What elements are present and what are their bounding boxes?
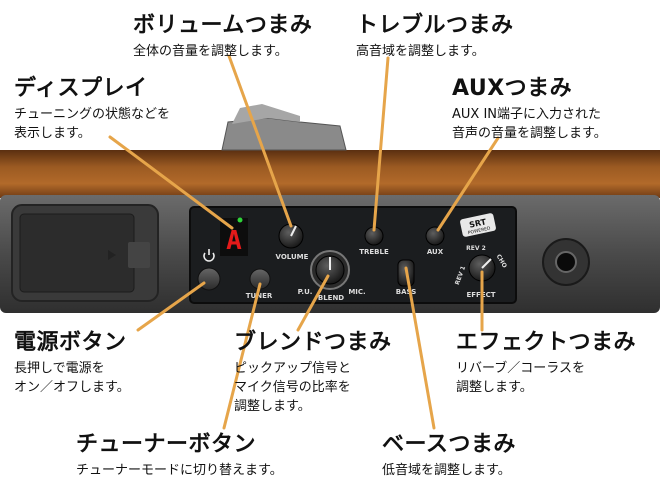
- guitar-body-wood: [0, 150, 660, 198]
- callout-display-desc-line: 表示します。: [14, 126, 91, 141]
- blend-label: BLEND: [318, 294, 344, 302]
- callout-blend-desc-line: マイク信号の比率を: [234, 380, 351, 395]
- callout-aux: AUXつまみ AUX IN端子に入力された 音声の音量を調整します。: [452, 70, 607, 143]
- callout-treble-desc-line: 高音域を調整します。: [356, 44, 485, 59]
- callout-tuner-desc: チューナーモードに切り替えます。: [76, 461, 283, 480]
- leader-display: [108, 135, 234, 230]
- callout-blend: ブレンドつまみ ピックアップ信号と マイク信号の比率を 調整します。: [234, 324, 392, 416]
- callout-tuner-desc-line: チューナーモードに切り替えます。: [76, 463, 283, 478]
- callout-power-desc-line: 長押しで電源を: [14, 361, 105, 376]
- volume-label: VOLUME: [276, 253, 309, 261]
- callout-display-desc-line: チューニングの状態などを: [14, 107, 171, 122]
- leader-power: [136, 281, 206, 332]
- callout-tuner: チューナーボタン チューナーモードに切り替えます。: [76, 426, 283, 480]
- aux-knob[interactable]: [425, 226, 445, 246]
- callout-volume: ボリュームつまみ 全体の音量を調整します。: [133, 7, 312, 61]
- callout-aux-title: AUXつまみ: [452, 76, 573, 101]
- callout-bass: ベースつまみ 低音域を調整します。: [382, 426, 516, 480]
- callout-display-title: ディスプレイ: [14, 76, 148, 101]
- callout-effect-desc: リバーブ／コーラスを 調整します。: [456, 359, 636, 397]
- callout-blend-desc-line: 調整します。: [234, 399, 311, 414]
- callout-volume-title: ボリュームつまみ: [133, 13, 313, 38]
- callout-treble-title: トレブルつまみ: [356, 13, 514, 38]
- callout-aux-desc-line: 音声の音量を調整します。: [452, 126, 607, 141]
- callout-blend-desc: ピックアップ信号と マイク信号の比率を 調整します。: [234, 359, 392, 416]
- display-led: [237, 217, 243, 223]
- callout-blend-title: ブレンドつまみ: [234, 330, 392, 355]
- callout-effect-desc-line: 調整します。: [456, 380, 533, 395]
- aux-label: AUX: [427, 248, 444, 256]
- callout-tuner-title: チューナーボタン: [76, 432, 257, 457]
- callout-effect: エフェクトつまみ リバーブ／コーラスを 調整します。: [456, 324, 636, 397]
- callout-power-title: 電源ボタン: [14, 330, 127, 355]
- callout-power: 電源ボタン 長押しで電源を オン／オフします。: [14, 324, 130, 397]
- blend-mic-label: MIC.: [348, 288, 365, 296]
- callout-display: ディスプレイ チューニングの状態などを 表示します。: [14, 70, 170, 143]
- callout-bass-desc: 低音域を調整します。: [382, 461, 516, 480]
- battery-lid: [19, 213, 135, 293]
- callout-display-desc: チューニングの状態などを 表示します。: [14, 105, 170, 143]
- leader-blend: [296, 274, 330, 332]
- battery-arrow-icon: [108, 250, 116, 260]
- leader-aux: [436, 136, 500, 232]
- leader-treble: [372, 56, 390, 232]
- callout-effect-title: エフェクトつまみ: [456, 330, 637, 355]
- srt-powered-text: POWERED: [467, 225, 491, 236]
- effect-rev2-label: REV 2: [466, 245, 486, 252]
- srt-text: SRT: [468, 217, 487, 229]
- callout-volume-desc: 全体の音量を調整します。: [133, 42, 312, 61]
- battery-latch[interactable]: [128, 242, 150, 268]
- callout-blend-desc-line: ピックアップ信号と: [234, 361, 352, 376]
- volume-knob-pointer: [290, 225, 297, 237]
- callout-volume-desc-line: 全体の音量を調整します。: [133, 44, 288, 59]
- output-jack-hole: [555, 251, 577, 273]
- callout-power-desc: 長押しで電源を オン／オフします。: [14, 359, 130, 397]
- leader-tuner: [222, 282, 262, 430]
- callout-aux-desc-line: AUX IN端子に入力された: [452, 107, 602, 122]
- tuner-label: TUNER: [246, 292, 273, 300]
- callout-bass-desc-line: 低音域を調整します。: [382, 463, 511, 478]
- power-icon: [203, 249, 215, 262]
- display-digit: A: [226, 226, 242, 256]
- callout-aux-desc: AUX IN端子に入力された 音声の音量を調整します。: [452, 105, 607, 143]
- blend-pu-label: P.U.: [298, 288, 313, 296]
- callout-effect-desc-line: リバーブ／コーラスを: [456, 361, 585, 376]
- callout-treble: トレブルつまみ 高音域を調整します。: [356, 7, 514, 61]
- callout-treble-desc: 高音域を調整します。: [356, 42, 514, 61]
- callout-power-desc-line: オン／オフします。: [14, 380, 130, 395]
- bass-label: BASS: [396, 288, 417, 296]
- strap-clip: [221, 117, 347, 151]
- leader-volume: [227, 54, 293, 228]
- effect-knob-pointer: [481, 258, 492, 269]
- callout-bass-title: ベースつまみ: [382, 432, 516, 457]
- srt-badge: [460, 213, 496, 237]
- leader-bass: [404, 266, 436, 430]
- treble-label: TREBLE: [359, 248, 389, 256]
